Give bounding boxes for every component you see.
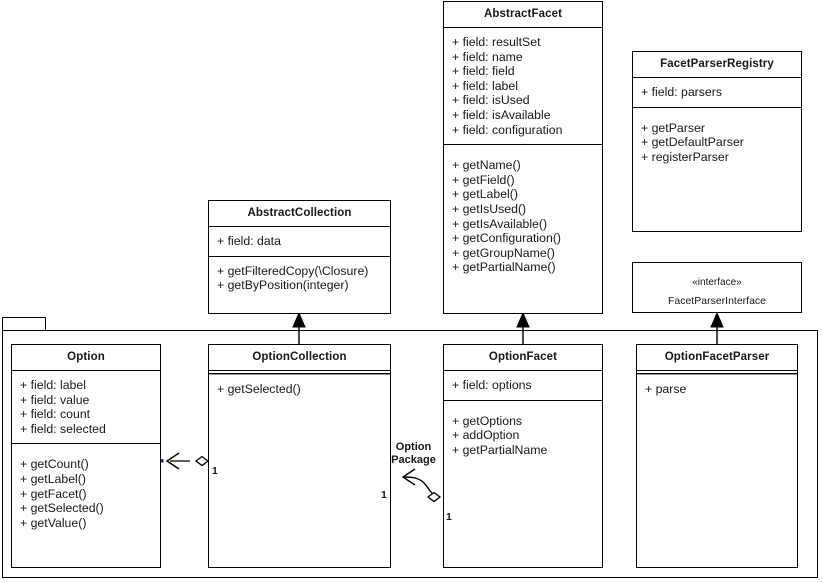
class-option[interactable]: Option + field: label + field: value + f… [11,344,161,568]
field-row: + field: data [217,234,281,248]
field-row: + field: name [452,49,523,64]
field-row: + field: parsers [641,85,722,99]
class-fields-abstract-facet: + field: resultSet + field: name + field… [444,28,602,144]
method-row: + getSelected() [217,382,301,396]
class-methods-facet-parser-registry: + getParser + getDefaultParser + registe… [633,106,801,231]
field-row: + field: count [20,407,91,422]
method-row: + getIsAvailable() [452,216,548,231]
class-fields-abstract-collection: + field: data [209,227,390,256]
method-row: + getSelected() [20,501,104,516]
edge-label-line-2: Package [391,454,436,466]
method-row: + getOptions [452,413,523,428]
method-row: + registerParser [641,149,729,164]
package-tab [2,317,46,330]
method-row: + getDefaultParser [641,135,744,150]
edge-label-option-package: Option Package [386,441,441,467]
class-option-collection[interactable]: OptionCollection + getSelected() [208,344,391,568]
field-row: + field: label [452,78,518,93]
method-row: + getField() [452,172,515,187]
class-fields-facet-parser-registry: + field: parsers [633,78,801,107]
class-methods-option-collection: + getSelected() [209,371,390,567]
method-row: + getLabel() [20,471,86,486]
multiplicity-optionfacet-left: 1 [381,489,387,501]
edge-label-line-1: Option [395,441,432,453]
method-row: + getByPosition(integer) [217,278,349,293]
class-fields-option-facet: + field: options [444,371,602,400]
method-row: + getValue() [20,515,87,530]
method-row: + getPartialName [452,442,548,457]
stereotype-interface: «interface» [692,276,742,288]
class-title-option-facet-parser: OptionFacetParser [637,345,797,371]
method-row: + addOption [452,428,520,443]
field-row: + field: resultSet [452,35,541,49]
class-methods-abstract-facet: + getName() + getField() + getLabel() + … [444,144,602,313]
class-title-abstract-facet: AbstractFacet [444,2,602,28]
method-row: + getConfiguration() [452,231,562,246]
class-title-abstract-collection: AbstractCollection [209,201,390,227]
class-methods-option-facet: + getOptions + addOption + getPartialNam… [444,399,602,567]
method-row: + parse [645,382,687,396]
method-row: + getGroupName() [452,245,555,260]
multiplicity-optioncollection-option: 1 [212,465,218,477]
multiplicity-optionfacet-right: 1 [446,511,452,523]
class-title-option: Option [12,345,160,371]
field-row: + field: label [20,378,86,392]
class-title-facet-parser-registry: FacetParserRegistry [633,52,801,78]
class-option-facet[interactable]: OptionFacet + field: options + getOption… [443,344,603,568]
method-row: + getIsUsed() [452,201,527,216]
field-row: + field: selected [20,421,106,436]
method-row: + getName() [452,158,521,173]
method-row: + getFilteredCopy(\Closure) [217,263,369,278]
field-row: + field: configuration [452,122,563,137]
field-row: + field: options [452,378,532,392]
field-row: + field: isUsed [452,93,530,108]
class-title-facet-parser-interface: FacetParserInterface [667,294,767,307]
field-row: + field: isAvailable [452,107,551,122]
class-abstract-facet[interactable]: AbstractFacet + field: resultSet + field… [443,1,603,314]
field-row: + field: field [452,64,515,79]
class-methods-option: + getCount() + getLabel() + getFacet() +… [12,443,160,568]
method-row: + getPartialName() [452,260,556,275]
class-option-facet-parser[interactable]: OptionFacetParser + parse [636,344,798,568]
method-row: + getParser [641,120,705,135]
method-row: + getCount() [20,457,89,472]
class-abstract-collection[interactable]: AbstractCollection + field: data + getFi… [208,200,391,314]
class-title-option-facet: OptionFacet [444,345,602,371]
class-title-option-collection: OptionCollection [209,345,390,371]
class-methods-abstract-collection: + getFilteredCopy(\Closure) + getByPosit… [209,255,390,313]
field-row: + field: value [20,392,90,407]
method-row: + getFacet() [20,486,87,501]
class-fields-option: + field: label + field: value + field: c… [12,371,160,443]
class-facet-parser-registry[interactable]: FacetParserRegistry + field: parsers + g… [632,51,802,232]
class-methods-option-facet-parser: + parse [637,371,797,567]
class-facet-parser-interface[interactable]: «interface» FacetParserInterface [632,262,802,313]
method-row: + getLabel() [452,187,518,202]
